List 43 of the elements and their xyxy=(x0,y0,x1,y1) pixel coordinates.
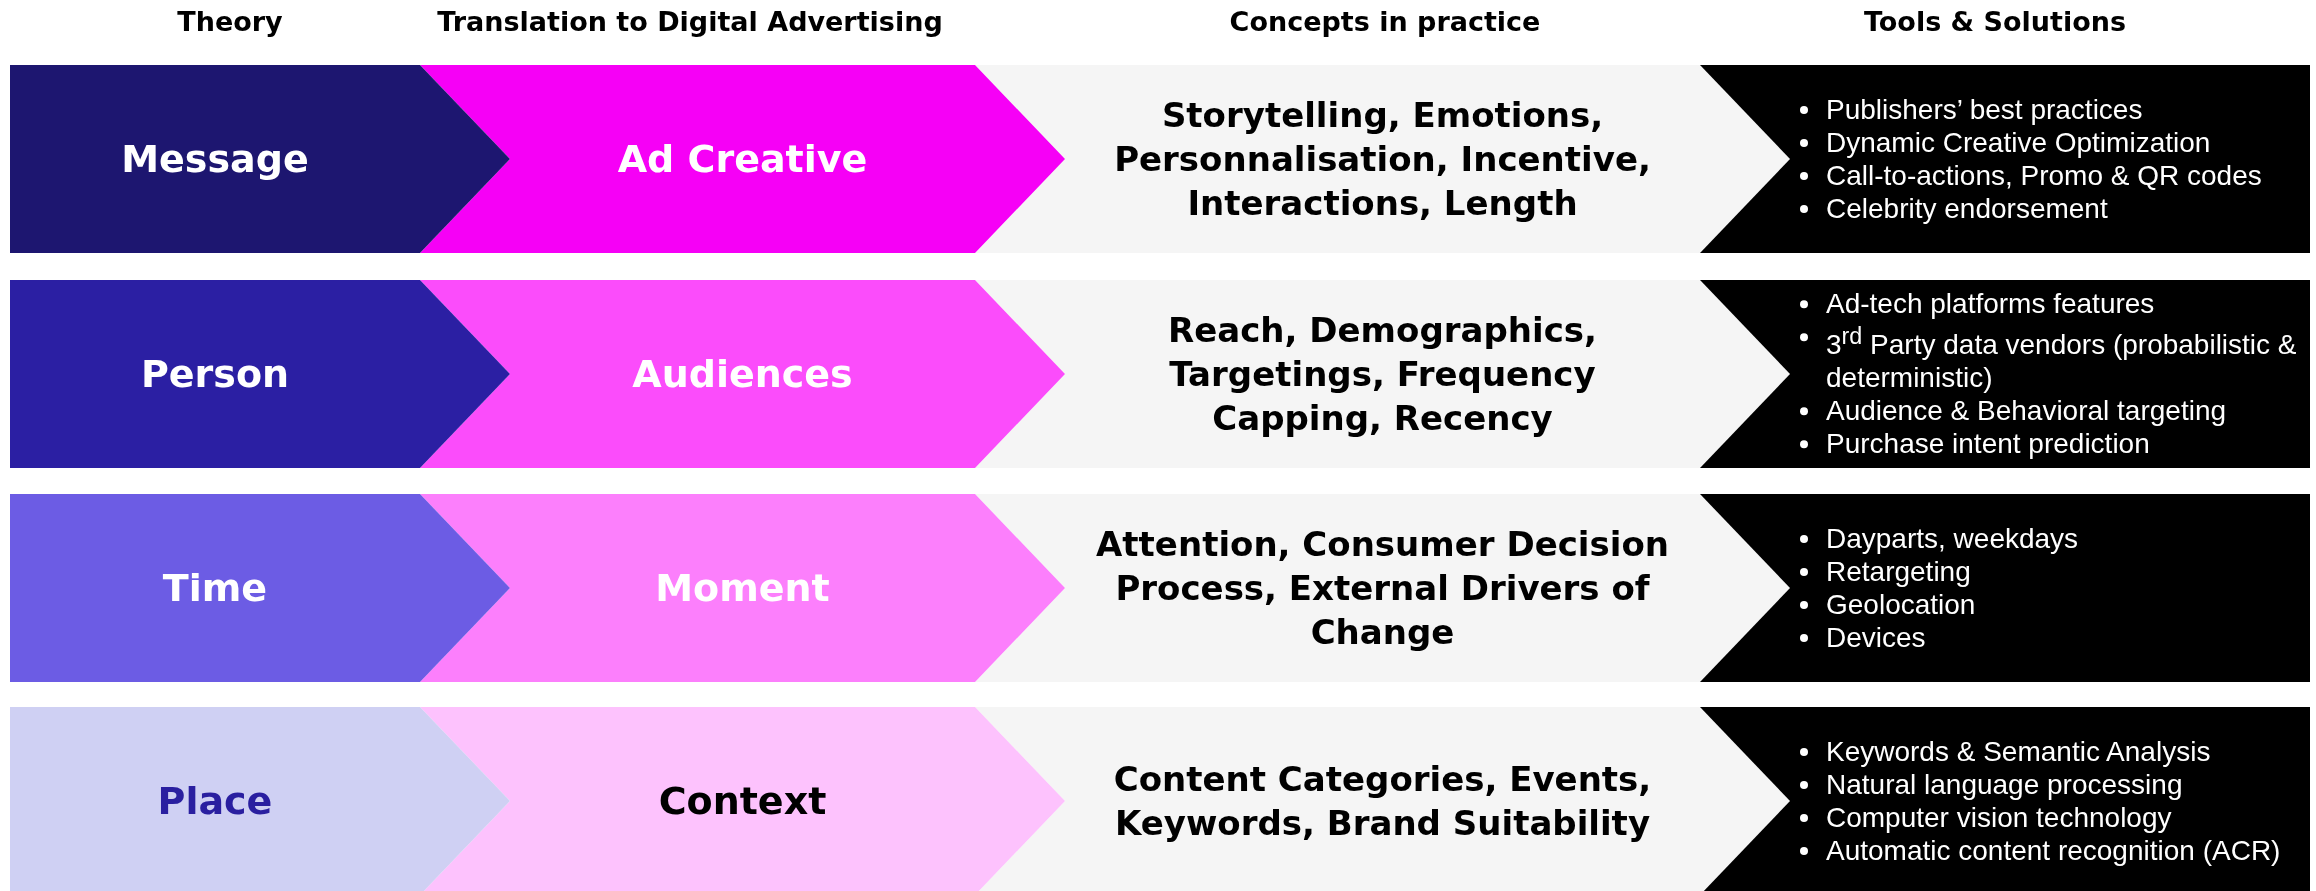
row-title: Person xyxy=(139,352,291,396)
chevron-box xyxy=(420,65,1065,253)
concept-banner xyxy=(975,494,1790,682)
column-header: Tools & Solutions xyxy=(1863,6,2127,37)
concept-text: Attention, Consumer Decision Process, External Drivers of Change xyxy=(1095,523,1670,654)
row-title: Place xyxy=(156,779,274,823)
bullet-text: Devices xyxy=(1826,622,1926,653)
row-title: Time xyxy=(161,566,269,610)
bullet-text: Retargeting xyxy=(1826,556,1971,587)
chevron-box xyxy=(10,65,510,253)
chevron-box xyxy=(10,280,510,468)
bullet-text: Geolocation xyxy=(1826,589,1976,620)
row-title: Message xyxy=(120,137,310,181)
concept-banner xyxy=(975,65,1790,253)
bullet-text: Audience & Behavioral targeting xyxy=(1826,395,2227,427)
chevron-box xyxy=(420,280,1065,468)
bullet-text: Natural language processing xyxy=(1826,769,2183,800)
bullet-text: Keywords & Semantic Analysis xyxy=(1826,736,2211,767)
chevron-box xyxy=(420,707,1065,891)
row-title: Moment xyxy=(654,566,831,610)
concept-text: Reach, Demographics, Targetings, Frequency Capping, Recency xyxy=(1167,309,1598,440)
concept-banner xyxy=(975,707,1790,891)
bullet-text: Dayparts, weekdays xyxy=(1826,523,2079,554)
column-header: Translation to Digital Advertising xyxy=(437,6,943,37)
chevron-box xyxy=(10,494,510,682)
bullet-text: Publishers’ best practices xyxy=(1826,94,2143,125)
bullet-text: Automatic content recognition (ACR) xyxy=(1826,835,2281,866)
bullet-text: Purchase intent prediction xyxy=(1826,428,2150,460)
chevron-box xyxy=(420,494,1065,682)
bullet-text: Dynamic Creative Optimization xyxy=(1826,127,2211,158)
concept-banner xyxy=(975,280,1790,468)
column-header: Concepts in practice xyxy=(1229,6,1541,37)
concept-text: Storytelling, Emotions, Personnalisation, Incentive, Interactions, Length xyxy=(1113,94,1652,225)
row-title: Audiences xyxy=(631,352,854,396)
column-header: Theory xyxy=(177,6,283,37)
bullet-text: Call-to-actions, Promo & QR codes xyxy=(1826,160,2262,191)
row-title: Context xyxy=(657,779,828,823)
row-title: Ad Creative xyxy=(616,137,869,181)
concept-text: Content Categories, Events, Keywords, Brand Suitability xyxy=(1112,758,1653,845)
bullet-text: Celebrity endorsement xyxy=(1826,193,2108,224)
bullet-text: Ad-tech platforms features xyxy=(1826,288,2155,320)
bullet-text: Computer vision technology xyxy=(1826,802,2172,833)
chevron-box xyxy=(10,707,510,891)
